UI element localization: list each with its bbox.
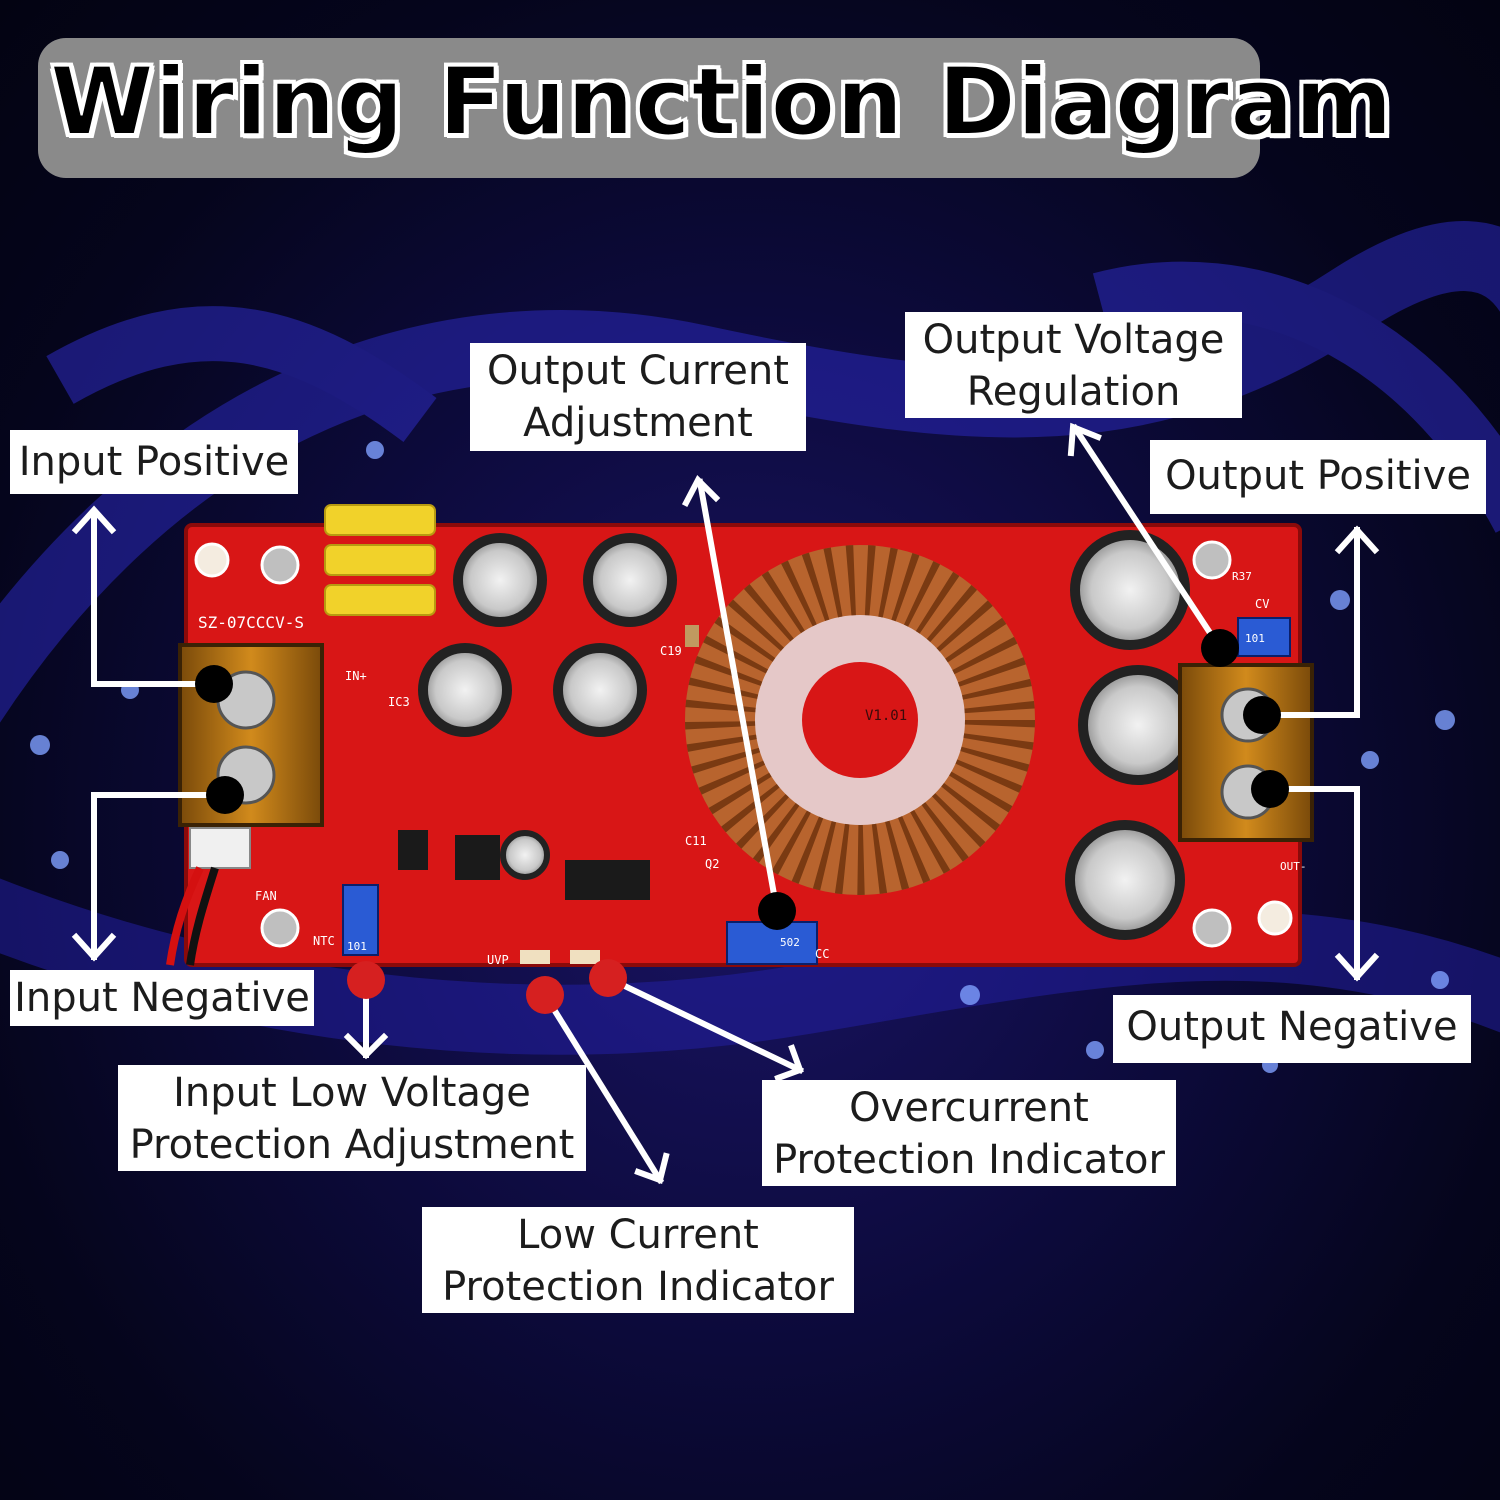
silkscreen: SZ-07CCCV-S V1.01 IN+ IC3 C19 C11 Q2 UVP…: [198, 570, 1307, 967]
pointer-dot-input-positive: [195, 665, 233, 703]
arrowhead: [1067, 422, 1102, 457]
label-output-negative: Output Negative: [1113, 995, 1471, 1063]
leader-output-voltage-regulation: [1070, 423, 1225, 653]
label-input-negative: Input Negative: [10, 970, 314, 1026]
pointer-dot-output-current: [758, 892, 796, 930]
silkscreen-mark: OUT-: [1280, 860, 1307, 873]
label-line: Overcurrent: [849, 1085, 1089, 1131]
silkscreen-mark: C19: [660, 644, 682, 658]
label-line: Adjustment: [523, 400, 753, 446]
label-output-current-adjustment: Output Current Adjustment: [470, 343, 806, 451]
silkscreen-mark: IN+: [345, 669, 367, 683]
label-line: Output Positive: [1165, 453, 1471, 499]
label-line: Output Voltage: [922, 317, 1225, 363]
leader-overcurrent: [603, 973, 805, 1075]
leader-output-negative: [1267, 786, 1360, 980]
label-output-positive: Output Positive: [1150, 440, 1486, 514]
label-line: Input Positive: [18, 439, 290, 485]
pointer-dot-output-negative: [1251, 770, 1289, 808]
pointer-dot-input-negative: [206, 776, 244, 814]
arrowhead: [634, 1152, 670, 1184]
leader-input-negative: [91, 792, 228, 960]
arrowhead: [71, 505, 117, 535]
silkscreen-mark: CV: [1255, 597, 1269, 611]
arrowhead: [1334, 525, 1380, 555]
label-input-positive: Input Positive: [10, 430, 298, 494]
label-overcurrent-protection-indicator: Overcurrent Protection Indicator: [762, 1080, 1176, 1186]
label-line: Regulation: [966, 369, 1181, 415]
silkscreen-mark: IC3: [388, 695, 410, 709]
label-low-current-protection-indicator: Low Current Protection Indicator: [422, 1207, 854, 1313]
silkscreen-model: SZ-07CCCV-S: [198, 613, 304, 632]
silkscreen-mark: C11: [685, 834, 707, 848]
label-line: Input Negative: [14, 975, 310, 1021]
pointer-dot-output-voltage: [1201, 629, 1239, 667]
label-line: Output Negative: [1126, 1004, 1458, 1050]
silkscreen-mark: R37: [1232, 570, 1252, 583]
arrowhead: [71, 932, 117, 962]
pointer-dot-low-current: [526, 976, 564, 1014]
pot-marking: 101: [1245, 632, 1265, 645]
silkscreen-mark: Q2: [705, 857, 719, 871]
arrowhead: [681, 474, 721, 508]
pointer-dot-input-low-voltage: [347, 961, 385, 999]
arrowhead: [343, 1032, 389, 1060]
silkscreen-mark: UVP: [487, 953, 509, 967]
leader-low-current: [540, 990, 665, 1185]
pcb-board: [166, 504, 1314, 967]
arrowhead: [1334, 952, 1380, 982]
page-title: Wiring Function Diagram: [49, 47, 1394, 158]
title-banner: [38, 38, 1260, 178]
label-line: Low Current: [517, 1212, 759, 1258]
pointer-dot-overcurrent: [589, 959, 627, 997]
label-line: Protection Indicator: [442, 1264, 834, 1310]
pointer-dots: [195, 629, 1289, 1014]
label-output-voltage-regulation: Output Voltage Regulation: [905, 312, 1242, 418]
label-line: Output Current: [487, 348, 789, 394]
leader-output-current-adjustment: [696, 478, 781, 915]
pot-marking: 502: [780, 936, 800, 949]
label-input-low-voltage-protection-adjustment: Input Low Voltage Protection Adjustment: [118, 1065, 586, 1171]
silkscreen-mark: NTC: [313, 934, 335, 948]
silkscreen-mark: FAN: [255, 889, 277, 903]
leader-input-positive: [91, 509, 217, 687]
label-line: Protection Indicator: [773, 1137, 1165, 1183]
arrowhead: [774, 1044, 804, 1082]
silkscreen-mark: CC: [815, 947, 829, 961]
label-line: Input Low Voltage: [173, 1070, 531, 1116]
silkscreen-coil-version: V1.01: [865, 708, 907, 724]
pot-marking: 101: [347, 940, 367, 953]
pointer-dot-output-positive: [1243, 696, 1281, 734]
leader-output-positive: [1259, 527, 1360, 718]
label-line: Protection Adjustment: [129, 1122, 575, 1168]
